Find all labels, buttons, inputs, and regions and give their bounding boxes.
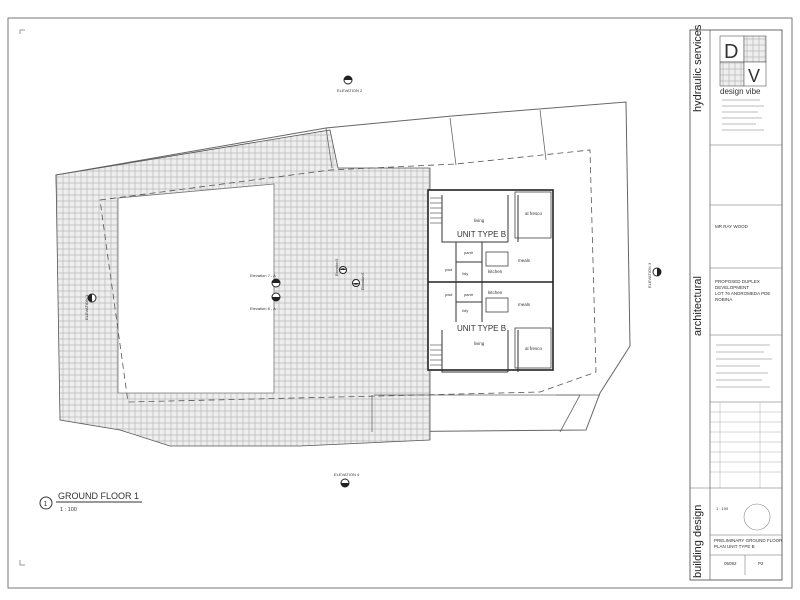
logo-letter-v: V bbox=[748, 66, 760, 86]
unit-label-bottom: UNIT TYPE B bbox=[457, 324, 506, 333]
elevation-marker-3: ELEVATION 3 bbox=[647, 262, 662, 288]
setback-line bbox=[99, 149, 597, 403]
project-line-4: ROBINA bbox=[715, 297, 732, 302]
room-label-kitchen-1: kitchen bbox=[488, 269, 503, 274]
view-scale: 1 : 100 bbox=[60, 507, 77, 513]
room-label-living-1: living bbox=[474, 218, 485, 223]
svg-text:ELEVATION 3: ELEVATION 3 bbox=[647, 262, 652, 288]
discipline-building-design: building design bbox=[692, 504, 704, 578]
unit-label-top: UNIT TYPE B bbox=[457, 230, 506, 239]
room-label-pantry-2: pantr bbox=[464, 292, 474, 297]
logo-letter-d: D bbox=[724, 41, 738, 63]
project-line-1: PROPOSED DUPLEX bbox=[715, 279, 760, 284]
elevation-marker-4: ELEVATION 4 bbox=[334, 472, 360, 488]
drawing-number: P2 bbox=[758, 561, 764, 566]
room-label-meals-2: meals bbox=[518, 302, 531, 307]
room-label-kitchen-2: kitchen bbox=[488, 290, 503, 295]
title-block bbox=[689, 29, 783, 581]
driveway-outline bbox=[325, 117, 581, 433]
elevation-marker-1: ELEVATION 1 bbox=[84, 293, 97, 320]
view-number: 1 bbox=[44, 501, 48, 508]
firm-logo: D V design vibe bbox=[719, 35, 767, 96]
room-label-laundry-2: l/dy bbox=[462, 308, 468, 313]
svg-text:ELEVATION 4: ELEVATION 4 bbox=[334, 472, 360, 477]
project-line-2: DEVELOPMENT bbox=[715, 285, 749, 290]
view-title-text: GROUND FLOOR 1 bbox=[58, 491, 139, 501]
open-lawn bbox=[117, 183, 275, 394]
elevation-marker-5-6: Elevation 5 Elevation 6 bbox=[335, 259, 365, 290]
firm-name: design vibe bbox=[720, 87, 761, 96]
tb-scale: 1 : 100 bbox=[716, 506, 729, 511]
job-number: 05092 bbox=[724, 561, 737, 566]
room-label-meals-1: meals bbox=[518, 258, 531, 263]
svg-text:Elevation 8 - A: Elevation 8 - A bbox=[250, 306, 276, 311]
svg-text:Elevation 6: Elevation 6 bbox=[361, 273, 365, 290]
svg-text:ELEVATION 2: ELEVATION 2 bbox=[337, 88, 363, 93]
room-label-alfresco-2: al fresco bbox=[525, 346, 543, 351]
sheet-title-line-1: PRELIMINARY GROUND FLOOR bbox=[714, 538, 783, 543]
sheet-border bbox=[7, 17, 793, 589]
elevation-marker-2: ELEVATION 2 bbox=[337, 75, 363, 93]
svg-text:Elevation 7 - A: Elevation 7 - A bbox=[250, 273, 276, 278]
client-name: MR RAY WOOD bbox=[715, 224, 749, 229]
room-label-laundry-1: l/dy bbox=[462, 271, 468, 276]
elevation-marker-7-8: Elevation 7 - A Elevation 8 - A bbox=[250, 273, 281, 311]
building-footprint bbox=[427, 189, 554, 373]
room-label-pwd-2: pwd bbox=[445, 292, 452, 297]
room-label-living-2: living bbox=[474, 341, 485, 346]
room-label-alfresco-1: al fresco bbox=[525, 211, 543, 216]
svg-text:Elevation 5: Elevation 5 bbox=[335, 259, 339, 276]
project-line-3: LOT 76 ANDROMEDA PDE bbox=[715, 291, 770, 296]
sheet-title-line-2: PLAN UNIT TYPE B bbox=[714, 544, 755, 549]
svg-text:ELEVATION 1: ELEVATION 1 bbox=[84, 294, 89, 320]
discipline-hydraulic: hydraulic services bbox=[692, 24, 704, 112]
room-label-pantry-1: pantr bbox=[464, 250, 474, 255]
view-title: 1 GROUND FLOOR 1 1 : 100 bbox=[39, 491, 142, 513]
room-label-pwd-1: pwd bbox=[445, 267, 452, 272]
discipline-architectural: architectural bbox=[692, 276, 704, 336]
